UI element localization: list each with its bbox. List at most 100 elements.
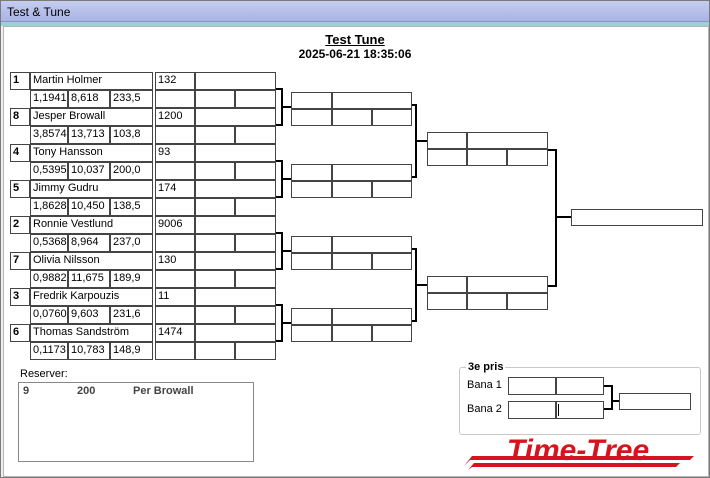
lane-result-cell[interactable] (195, 252, 276, 270)
lane-result-cell[interactable] (195, 288, 276, 306)
lane-result-cell[interactable] (195, 180, 276, 198)
driver-name[interactable]: Tony Hansson (30, 144, 153, 162)
result-cell[interactable] (235, 90, 276, 108)
driver-name[interactable]: Martin Holmer (30, 72, 153, 90)
result-cell[interactable] (155, 342, 195, 360)
result-cell[interactable] (195, 342, 235, 360)
reaction-time: 0,0760 (30, 306, 68, 324)
reserve-number: 200 (77, 385, 96, 397)
car-number[interactable]: 11 (155, 288, 195, 306)
driver-name[interactable]: Ronnie Vestlund (30, 216, 153, 234)
lane-result-cell[interactable] (195, 216, 276, 234)
seed-number: 2 (10, 216, 30, 234)
result-cell[interactable] (195, 306, 235, 324)
round2-cell[interactable] (332, 325, 372, 342)
third-lane1-cell-b[interactable] (556, 377, 604, 395)
round2-cell[interactable] (372, 109, 412, 126)
third-place-title: 3e pris (466, 361, 506, 373)
round2-cell[interactable] (332, 181, 372, 198)
result-cell[interactable] (195, 90, 235, 108)
round2-cell[interactable] (291, 109, 332, 126)
semi-cell[interactable] (467, 149, 507, 166)
lane-result-cell[interactable] (195, 108, 276, 126)
result-cell[interactable] (195, 126, 235, 144)
third-lane1-cell-a[interactable] (508, 377, 556, 395)
result-cell[interactable] (195, 270, 235, 288)
result-cell[interactable] (235, 270, 276, 288)
third-place-winner-cell[interactable] (619, 393, 691, 410)
semi-cell[interactable] (427, 132, 467, 149)
result-cell[interactable] (155, 198, 195, 216)
car-number[interactable]: 132 (155, 72, 195, 90)
semi-cell[interactable] (467, 132, 548, 149)
round2-cell[interactable] (332, 253, 372, 270)
reserves-label: Reserver: (20, 368, 68, 380)
winner-cell[interactable] (571, 209, 703, 226)
connector (281, 322, 291, 324)
driver-name[interactable]: Olivia Nilsson (30, 252, 153, 270)
result-cell[interactable] (235, 162, 276, 180)
result-cell[interactable] (235, 198, 276, 216)
semi-cell[interactable] (507, 149, 548, 166)
semi-cell[interactable] (427, 293, 467, 310)
window-title: Test & Tune (7, 5, 71, 19)
reserve-name: Per Browall (133, 385, 194, 397)
result-cell[interactable] (235, 342, 276, 360)
result-cell[interactable] (155, 270, 195, 288)
semi-cell[interactable] (427, 149, 467, 166)
round2-cell[interactable] (332, 236, 412, 253)
result-cell[interactable] (195, 198, 235, 216)
round2-cell[interactable] (291, 92, 332, 109)
third-lane2-cell-a[interactable] (508, 401, 556, 419)
round2-cell[interactable] (332, 109, 372, 126)
round2-cell[interactable] (291, 181, 332, 198)
driver-name[interactable]: Jesper Browall (30, 108, 153, 126)
driver-name[interactable]: Jimmy Gudru (30, 180, 153, 198)
result-cell[interactable] (155, 126, 195, 144)
driver-name[interactable]: Thomas Sandström (30, 324, 153, 342)
car-number[interactable]: 1474 (155, 324, 195, 342)
result-cell[interactable] (235, 126, 276, 144)
lane-result-cell[interactable] (195, 144, 276, 162)
car-number[interactable]: 93 (155, 144, 195, 162)
round2-cell[interactable] (291, 164, 332, 181)
round2-cell[interactable] (291, 236, 332, 253)
semi-cell[interactable] (427, 276, 467, 293)
driver-name[interactable]: Fredrik Karpouzis (30, 288, 153, 306)
reserves-list[interactable]: 9 200 Per Browall (18, 382, 254, 462)
semi-cell[interactable] (467, 293, 507, 310)
logo-wordmark-icon (464, 456, 694, 470)
result-cell[interactable] (155, 234, 195, 252)
result-cell[interactable] (155, 306, 195, 324)
semi-cell[interactable] (507, 293, 548, 310)
car-number[interactable]: 9006 (155, 216, 195, 234)
connector (276, 340, 282, 342)
result-cell[interactable] (155, 90, 195, 108)
semi-cell[interactable] (467, 276, 548, 293)
round2-cell[interactable] (372, 253, 412, 270)
result-cell[interactable] (155, 162, 195, 180)
car-number[interactable]: 130 (155, 252, 195, 270)
result-cell[interactable] (195, 234, 235, 252)
connector (555, 216, 571, 218)
round2-cell[interactable] (332, 92, 412, 109)
round2-cell[interactable] (291, 325, 332, 342)
third-lane2-cell-b[interactable] (556, 401, 604, 419)
title-bar[interactable]: Test & Tune (1, 1, 709, 22)
result-cell[interactable] (235, 234, 276, 252)
lane-result-cell[interactable] (195, 324, 276, 342)
round2-cell[interactable] (332, 308, 412, 325)
result-cell[interactable] (235, 306, 276, 324)
car-number[interactable]: 174 (155, 180, 195, 198)
round2-cell[interactable] (332, 164, 412, 181)
round2-cell[interactable] (372, 181, 412, 198)
lane-result-cell[interactable] (195, 72, 276, 90)
seed-number: 4 (10, 144, 30, 162)
round2-cell[interactable] (291, 308, 332, 325)
connector (412, 176, 417, 178)
result-cell[interactable] (195, 162, 235, 180)
round2-cell[interactable] (372, 325, 412, 342)
third-connector (611, 386, 613, 410)
car-number[interactable]: 1200 (155, 108, 195, 126)
round2-cell[interactable] (291, 253, 332, 270)
